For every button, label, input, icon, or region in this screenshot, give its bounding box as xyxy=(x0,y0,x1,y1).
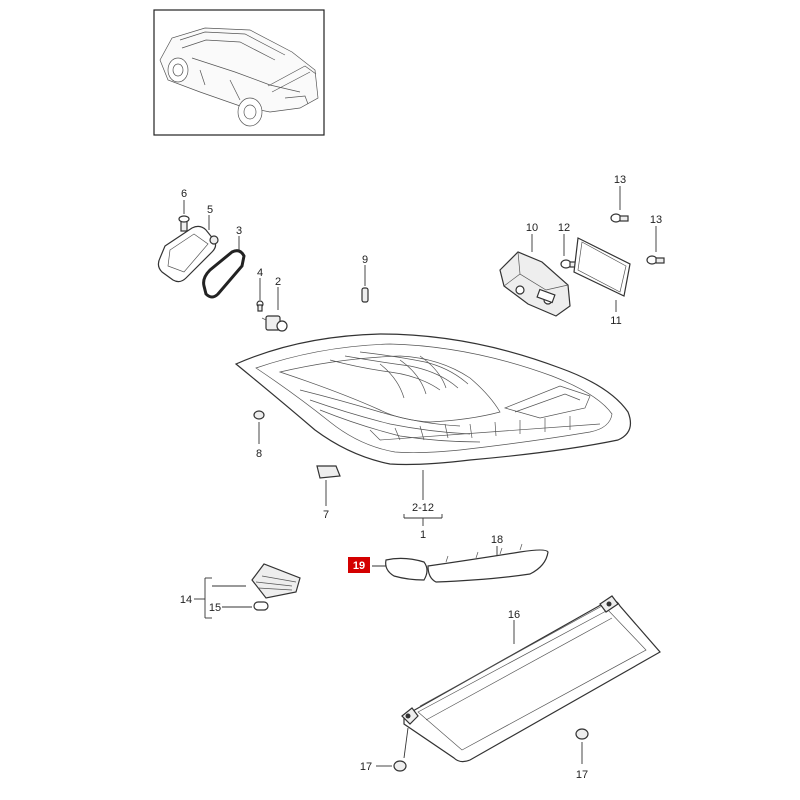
callout-3: 3 xyxy=(236,225,242,237)
part-19-reflector xyxy=(372,557,428,581)
part-4-screw xyxy=(256,278,264,312)
callout-14: 14 xyxy=(180,594,192,606)
part-13-screw-upper xyxy=(610,186,629,223)
part-8-plug xyxy=(253,410,265,444)
callout-12: 12 xyxy=(558,222,570,234)
callout-1: 1 xyxy=(420,529,426,541)
part-15-bulb xyxy=(222,601,269,611)
callout-11: 11 xyxy=(610,315,621,327)
part-6-screw xyxy=(178,200,190,232)
callout-6: 6 xyxy=(181,188,187,200)
callout-9: 9 xyxy=(362,254,368,266)
callout-15: 15 xyxy=(209,602,221,614)
callout-14-bracket xyxy=(194,577,212,619)
callout-2: 2 xyxy=(275,276,281,288)
part-11-gasket xyxy=(573,237,631,312)
part-17-nut-left xyxy=(376,727,409,772)
part-16-third-brake-light xyxy=(401,595,661,763)
callout-13-lower: 13 xyxy=(650,214,662,226)
callout-19: 19 xyxy=(353,560,365,572)
vehicle-thumbnail xyxy=(153,9,325,136)
callout-13-upper: 13 xyxy=(614,174,626,186)
part-10-bracket xyxy=(499,234,571,317)
part-13-screw-lower xyxy=(646,226,665,265)
callout-2-12: 2-12 xyxy=(412,502,434,514)
part-5-frame xyxy=(157,215,219,283)
callout-17-left: 17 xyxy=(360,761,372,773)
callout-5: 5 xyxy=(207,204,213,216)
callout-17-right: 17 xyxy=(576,769,588,781)
callout-7: 7 xyxy=(323,509,329,521)
part-14-license-lamp xyxy=(212,563,301,599)
part-9-pin xyxy=(361,265,369,303)
callout-8: 8 xyxy=(256,448,262,460)
part-7-clip xyxy=(316,465,341,506)
part-17-nut-right xyxy=(575,728,589,764)
part-2-holder xyxy=(261,287,288,332)
part-1-tail-light xyxy=(234,333,631,466)
callout-10: 10 xyxy=(526,222,538,234)
assembly-range-bracket xyxy=(403,470,443,526)
callout-19-highlight[interactable]: 19 xyxy=(348,557,370,573)
callout-16: 16 xyxy=(508,609,520,621)
callout-4: 4 xyxy=(257,267,263,279)
callout-18: 18 xyxy=(491,534,503,546)
part-3-gasket xyxy=(202,236,246,299)
part-18-reflector xyxy=(427,543,549,583)
